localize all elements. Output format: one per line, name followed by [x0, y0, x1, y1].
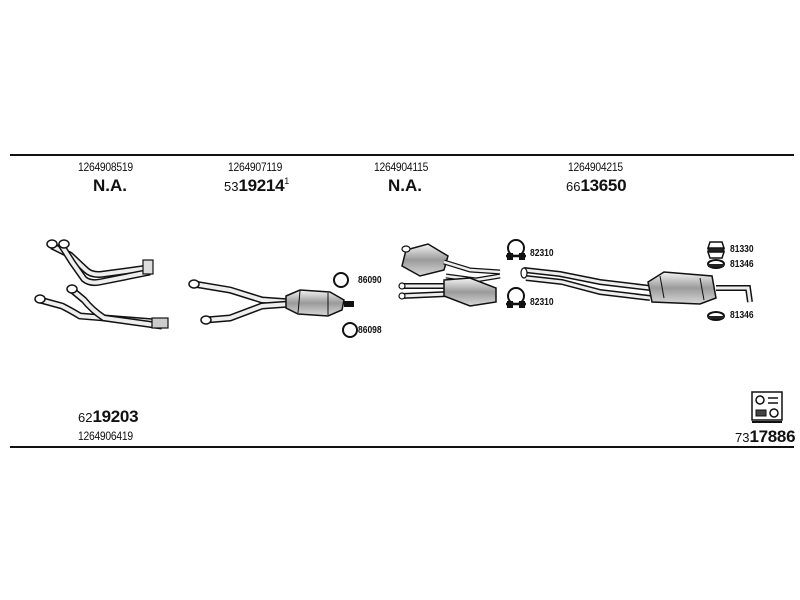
part-number-3: N.A.	[388, 176, 422, 195]
label-hanger-ring-bottom: 81346	[730, 310, 754, 321]
mounting-kit-icon	[751, 391, 783, 423]
part-prefix-bottom-right: 73	[735, 430, 750, 445]
clamp-icon	[506, 239, 526, 308]
part-prefix-4: 66	[566, 179, 581, 194]
oem-number-4: 1264904215	[568, 160, 623, 174]
oem-number-2: 1264907119	[228, 160, 283, 174]
oem-number-1: 1264908519	[78, 160, 133, 174]
downpipe-icon	[46, 239, 154, 287]
label-ring-top: 86090	[358, 275, 382, 286]
part-sup-2: 1	[284, 176, 290, 186]
oem-number-bottom-left: 1264906419	[78, 429, 133, 443]
label-clamp-top: 82310	[530, 248, 554, 259]
part-number-2: 53192141	[224, 177, 289, 195]
part-prefix-2: 53	[224, 179, 239, 194]
label-ring-bottom: 86098	[358, 325, 382, 336]
rear-silencer-icon	[520, 267, 753, 305]
downpipe-icon	[34, 284, 169, 330]
oem-number-3: 1264904115	[374, 160, 429, 174]
part-number-bottom-left: 6219203	[78, 407, 139, 426]
label-hanger-ring-top: 81346	[730, 259, 754, 270]
part-number-4: 6613650	[566, 176, 627, 195]
part-main-bottom-left: 19203	[92, 407, 139, 426]
hanger-icon	[706, 241, 726, 321]
part-prefix-bottom-left: 62	[78, 410, 93, 425]
label-clamp-bottom: 82310	[530, 297, 554, 308]
part-number-1: N.A.	[93, 176, 127, 195]
top-rule	[10, 154, 794, 156]
part-main-2: 19214	[238, 176, 285, 195]
y-pipe-catalyst-icon	[188, 279, 354, 325]
part-number-bottom-right: 7317886	[735, 427, 796, 446]
bottom-rule	[10, 446, 794, 448]
part-main-bottom-right: 17886	[749, 427, 796, 446]
ring-icon	[333, 272, 358, 338]
front-silencer-icon	[398, 243, 501, 307]
part-main-4: 13650	[580, 176, 627, 195]
label-hanger-block: 81330	[730, 244, 754, 255]
